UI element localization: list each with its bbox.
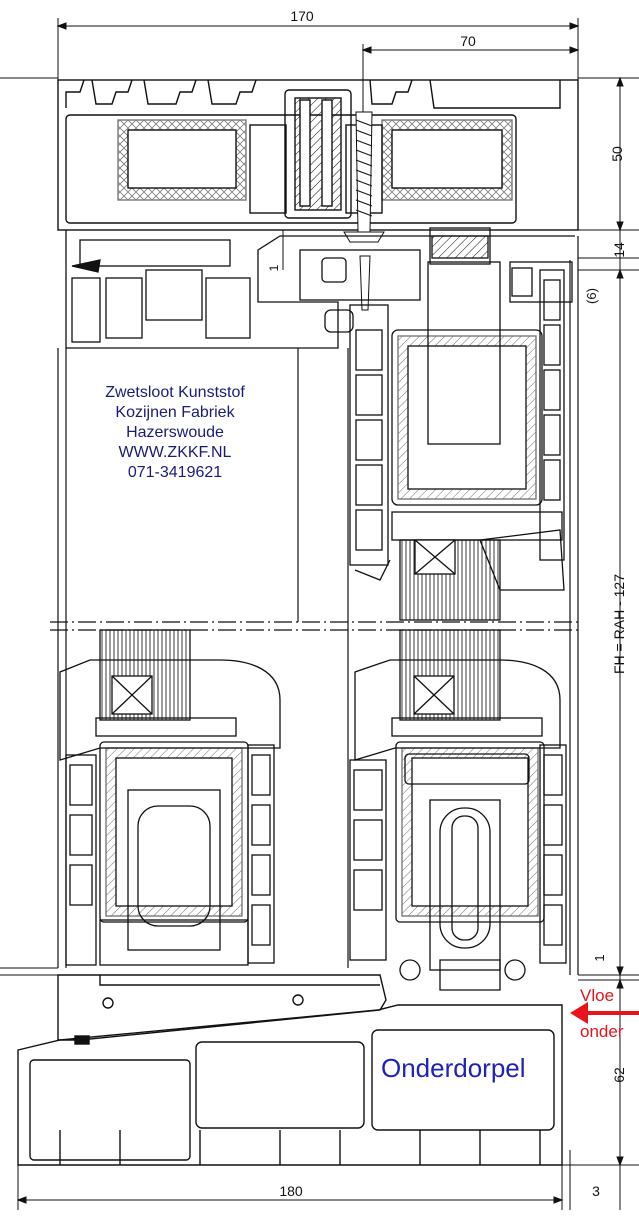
head-subframe bbox=[65, 227, 575, 349]
dim-top-partial: 70 bbox=[460, 33, 476, 49]
dim-left-gap: 1 bbox=[267, 264, 281, 271]
break-line bbox=[50, 621, 578, 631]
fixed-sash-bottom bbox=[59, 629, 281, 966]
company-city: Hazerswoude bbox=[126, 424, 224, 441]
dim-right-gap: 1 bbox=[592, 954, 607, 961]
sliding-sash-top bbox=[349, 261, 565, 621]
company-type: Kozijnen Fabriek bbox=[115, 404, 235, 421]
frame-verticals bbox=[57, 236, 579, 975]
sill-label: Onderdorpel bbox=[381, 1053, 526, 1083]
head-frame-profile bbox=[57, 79, 579, 231]
sliding-sash-bottom bbox=[349, 629, 567, 991]
floor-arrow bbox=[570, 1002, 639, 1024]
floor-note-line2: onder bbox=[580, 1022, 624, 1041]
screw bbox=[343, 111, 385, 311]
dim-bottom-extra: 3 bbox=[592, 1183, 600, 1199]
dimension-lines bbox=[0, 18, 639, 1210]
floor-note-line1: Vloe bbox=[580, 986, 615, 1005]
dim-right-head: 50 bbox=[609, 146, 625, 162]
dim-right-formula: FH = RAH - 127 bbox=[611, 574, 627, 674]
dim-right-small: 14 bbox=[611, 242, 627, 258]
company-phone: 071-3419621 bbox=[127, 464, 223, 481]
dim-top-total: 170 bbox=[290, 8, 314, 24]
dim-right-paren: (6) bbox=[584, 288, 599, 304]
dim-right-sill: 62 bbox=[611, 1067, 627, 1083]
company-name: Zwetsloot Kunststof bbox=[105, 384, 245, 401]
company-info: Zwetsloot Kunststof Kozijnen Fabriek Haz… bbox=[70, 383, 280, 483]
dim-bottom-total: 180 bbox=[279, 1183, 303, 1199]
company-website: WWW.ZKKF.NL bbox=[118, 444, 232, 461]
sill-profile bbox=[17, 974, 563, 1166]
